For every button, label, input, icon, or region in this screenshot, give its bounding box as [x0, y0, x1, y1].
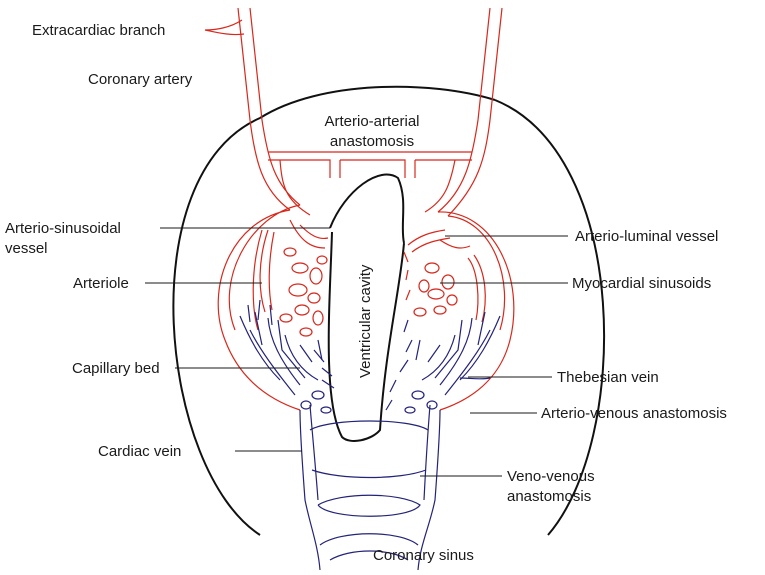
extracardiac-branch-vessel — [205, 20, 244, 35]
left-sinusoid-cluster — [280, 248, 327, 336]
label-extracardiac-branch: Extracardiac branch — [32, 22, 165, 39]
label-arterio-sinusoidal-line2: vessel — [5, 240, 48, 257]
arterial-arc-left — [280, 160, 455, 215]
left-coronary-artery — [238, 8, 300, 210]
label-ventricular-cavity: Ventricular cavity — [357, 264, 374, 378]
label-arterio-sinusoidal-line1: Arterio-sinusoidal — [5, 220, 121, 237]
veno-venous-anastomosis-vessel — [310, 421, 428, 516]
label-arteriole: Arteriole — [73, 275, 129, 292]
label-veno-venous-line1: Veno-venous — [507, 468, 595, 485]
label-cardiac-vein: Cardiac vein — [98, 443, 181, 460]
arterio-luminal-vessel — [408, 230, 450, 252]
right-coronary-artery — [438, 8, 502, 216]
right-sinusoid-cluster — [404, 240, 485, 322]
label-arterio-arterial-line2: anastomosis — [330, 133, 414, 150]
label-arterio-arterial-line1: Arterio-arterial — [324, 113, 419, 130]
label-thebesian-vein: Thebesian vein — [557, 369, 659, 386]
label-veno-venous-line2: anastomosis — [507, 488, 591, 505]
label-arterio-luminal-vessel: Arterio-luminal vessel — [575, 228, 718, 245]
label-coronary-sinus: Coronary sinus — [373, 547, 474, 564]
right-capillary-bed — [386, 312, 500, 413]
right-arterial-loop — [438, 212, 514, 410]
arterio-arterial-anastomosis-vessel — [268, 152, 472, 178]
cardiac-vein-right — [418, 405, 440, 570]
label-capillary-bed: Capillary bed — [72, 360, 160, 377]
arterio-sinusoidal-vessel — [290, 220, 328, 248]
label-myocardial-sinusoids: Myocardial sinusoids — [572, 275, 711, 292]
left-capillary-bed — [240, 300, 334, 413]
label-coronary-artery: Coronary artery — [88, 71, 193, 88]
label-arterio-venous-anastomosis: Arterio-venous anastomosis — [541, 405, 727, 422]
